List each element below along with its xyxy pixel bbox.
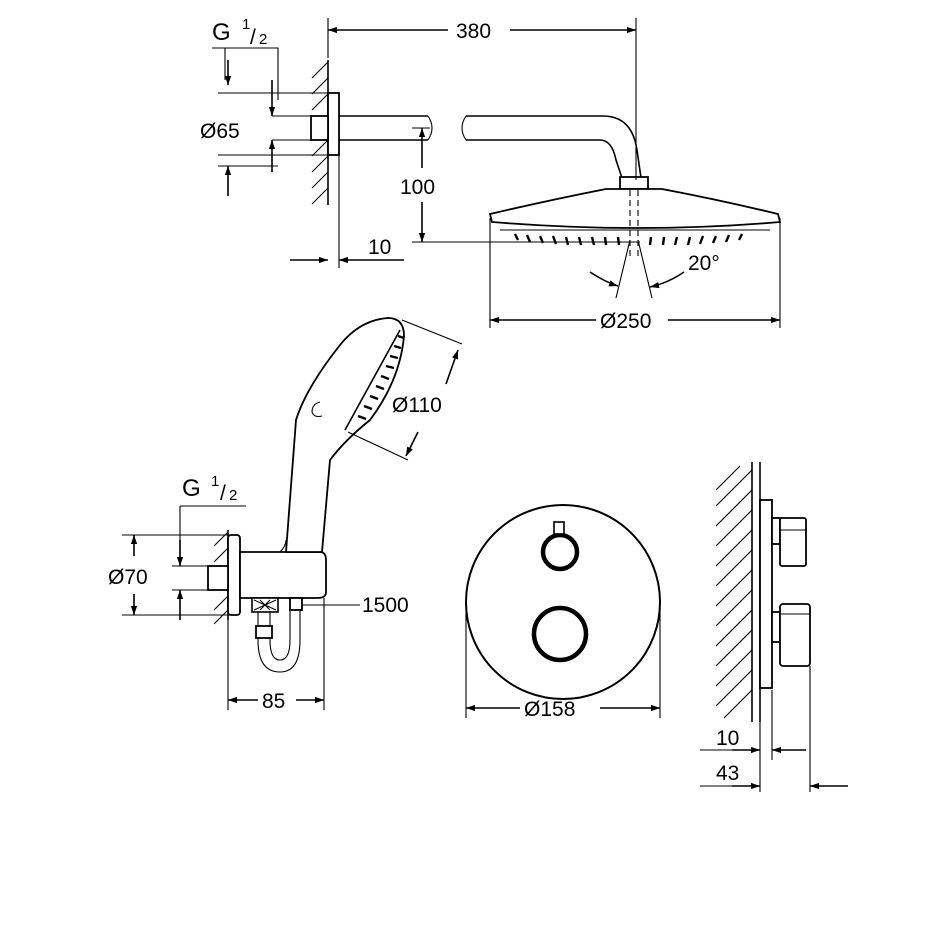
arm-break-right [461,115,467,141]
temperature-control-knob [531,605,589,663]
arm-length-dim: 380 [456,20,491,43]
hose-connector [289,597,303,611]
hand-shower-holder [239,551,327,599]
angle-lines [615,239,653,299]
plate-diameter-dim: Ø158 [524,698,575,721]
wall-flange [327,92,340,156]
thread-label-g: G [212,19,231,46]
dia70-extension [122,534,232,616]
hand-shower-handle [285,317,405,553]
side-cover-plate [759,499,773,689]
outlet-diameter-dim: Ø70 [108,566,148,589]
side-flow-stem [771,517,781,545]
hand-shower-view: G 1 / 2 Ø70 1500 85 Ø110 [108,317,463,713]
thread-label-denominator: 2 [259,31,267,48]
wall-offset-dim: 10 [368,236,391,259]
dia65-extension [218,92,335,156]
swivel-joint [619,176,649,190]
hand-thread-slash: / [220,482,226,505]
thread-label-slash: / [250,26,256,49]
side-flow-knob [779,517,807,567]
hand-projection-dim: 85 [262,690,285,713]
arm-break-left [427,115,433,141]
dia110-extension [347,319,463,461]
hand-thread-extension [172,565,208,591]
hand-thread-label-g: G [182,475,201,502]
spray-selector-button [311,401,323,418]
dia158-extension [465,600,661,718]
shower-head-body [488,188,782,229]
shower-arm-bend [466,115,642,179]
outlet-thread [207,565,229,591]
tilt-angle-dim: 20° [688,252,720,275]
thermostat-side-view: 10 43 [700,462,848,792]
thread-connector [310,115,329,141]
shower-arm [339,115,428,141]
hand-thread-denominator: 2 [229,487,237,504]
thermostat-front-view: Ø158 [465,504,661,721]
side-wall-hatching [715,462,761,722]
hose-length-dim: 1500 [362,594,409,617]
hand-head-diameter-dim: Ø110 [392,394,442,417]
flange-diameter-dim: Ø65 [200,120,240,143]
head-shower-view: G 1 / 2 Ø65 380 100 10 20° [200,16,782,333]
hand-thread-numerator: 1 [211,473,219,490]
side-temp-knob [779,603,811,667]
outlet-flange [227,534,241,616]
hose-nut-knurl [253,599,277,611]
flow-control-knob [540,532,580,572]
dim85-extension [227,598,325,710]
dim380-extension [327,18,637,180]
thread-leader [212,47,279,100]
side-offset-dim: 10 [716,727,739,750]
dia250-extension [489,218,781,328]
head-diameter-dim: Ø250 [600,310,651,333]
centerline [629,190,639,260]
knob-indicator [553,521,565,535]
thread-label-numerator: 1 [242,16,250,33]
side-projection-dim: 43 [716,762,739,785]
side-temp-stem [771,611,781,643]
drop-height-dim: 100 [400,176,435,199]
hose-ferrule [255,625,273,639]
holder-neck [279,539,287,553]
hand-nozzles [357,334,405,421]
shower-nozzles [513,233,744,246]
spray-face-line [344,329,401,431]
hose-loop [257,598,301,673]
